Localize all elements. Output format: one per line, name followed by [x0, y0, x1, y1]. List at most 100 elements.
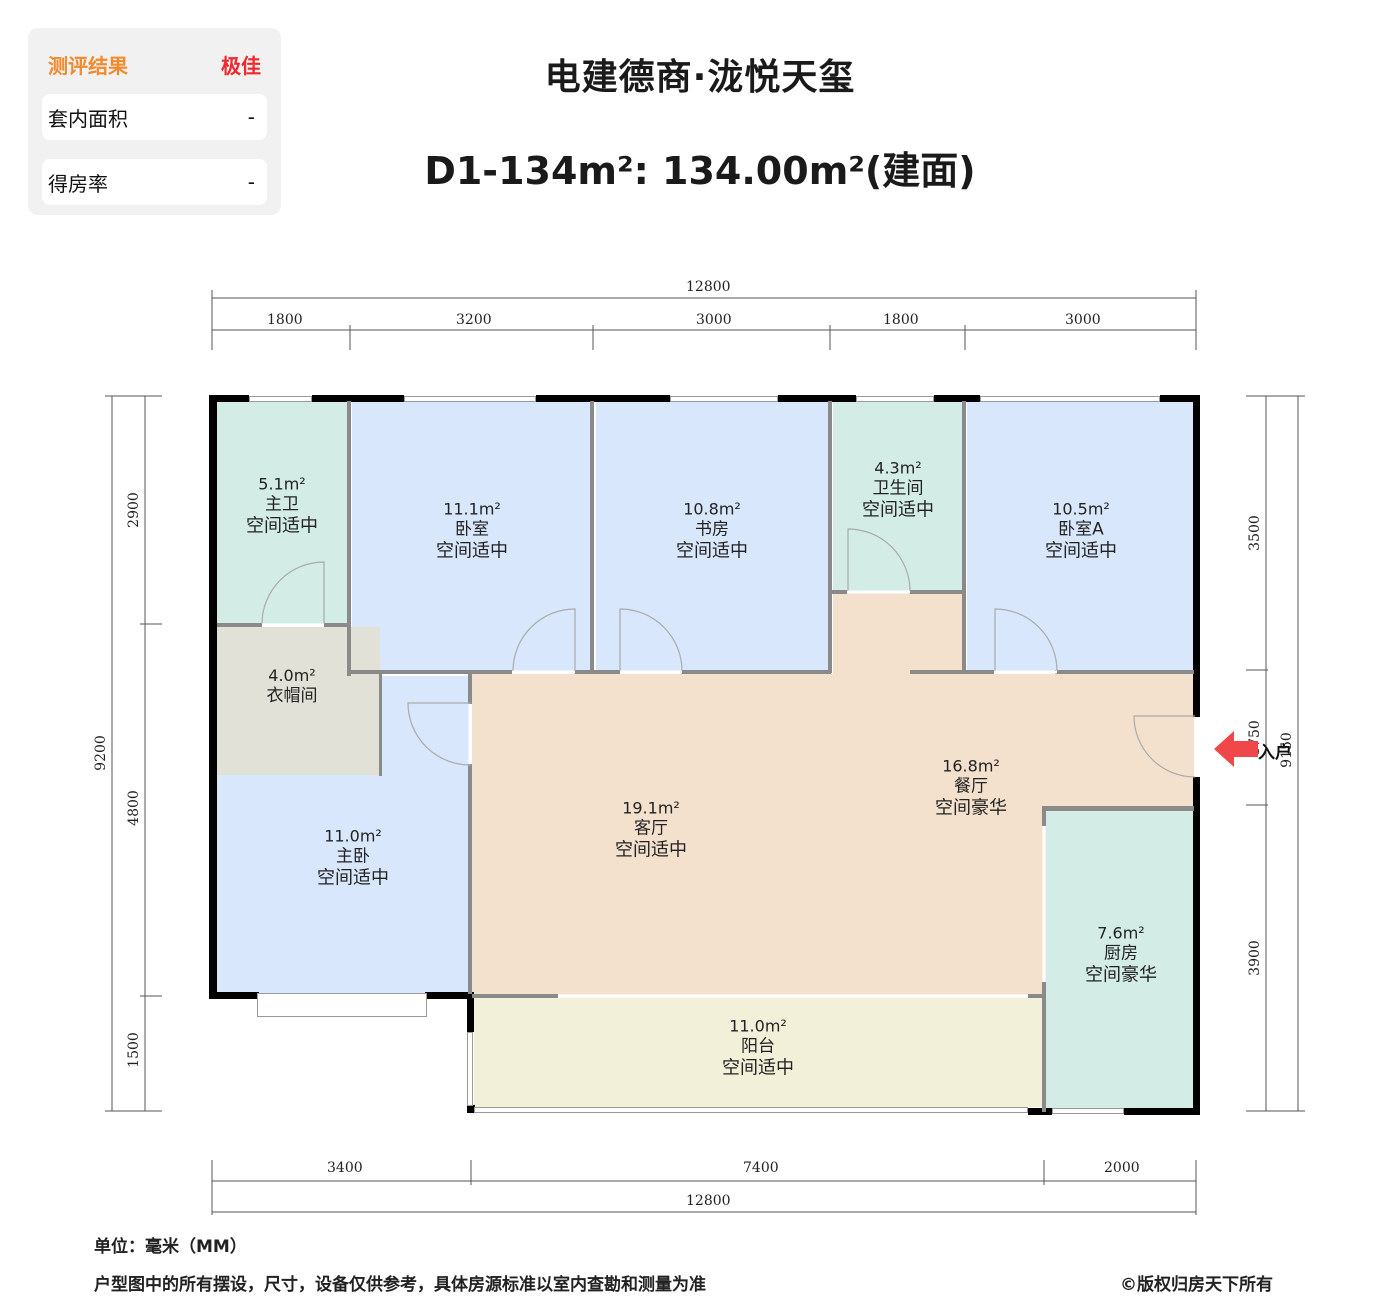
inner-area-value: -: [247, 105, 255, 129]
unit-title: D1-134m²: 134.00m²(建面): [424, 149, 976, 193]
label-bedroom: 11.1m² 卧室 空间适中: [436, 499, 508, 562]
project-title: 电建德商·泷悦天玺: [544, 57, 856, 98]
label-master-bedroom: 11.0m² 主卧 空间适中: [317, 826, 389, 889]
room-area: 11.0m²: [324, 826, 382, 846]
window-balcony-left: [467, 1032, 473, 1106]
window-bathroom: [856, 396, 934, 402]
dim-right-seg: 3500: [1247, 515, 1263, 551]
room-name: 卫生间: [872, 478, 924, 499]
efficiency-label: 得房率: [48, 171, 108, 196]
wall-right-upper: [1193, 395, 1200, 717]
dim-top-seg: 3000: [1065, 312, 1101, 328]
label-kitchen: 7.6m² 厨房 空间豪华: [1085, 923, 1157, 986]
room-area: 10.8m²: [683, 499, 741, 519]
dim-top-seg: 1800: [267, 312, 303, 328]
room-rating: 空间适中: [615, 839, 687, 861]
interior-wall: [910, 670, 994, 674]
door-bedroom: [512, 608, 576, 672]
room-rating: 空间豪华: [1085, 964, 1157, 986]
interior-wall: [574, 670, 620, 674]
dim-bottom-seg: 3400: [327, 1160, 363, 1176]
dim-bottom-seg: 2000: [1104, 1160, 1140, 1176]
bay-window-master-bedroom: [257, 993, 427, 1017]
room-area: 5.1m²: [258, 474, 306, 494]
interior-wall: [681, 670, 831, 674]
room-name: 衣帽间: [266, 686, 318, 706]
wall-top-4: [778, 395, 856, 402]
interior-wall: [1028, 994, 1046, 998]
dim-top-seg: 3000: [696, 312, 732, 328]
room-name: 书房: [695, 519, 729, 540]
rating-header: 测评结果 极佳: [48, 50, 261, 78]
interior-wall: [1055, 670, 1194, 674]
dim-left-seg: 1500: [126, 1032, 142, 1068]
window-bedroom: [404, 396, 536, 402]
room-area: 19.1m²: [622, 798, 680, 818]
interior-wall: [832, 590, 847, 594]
window-kitchen-bottom: [1052, 1108, 1124, 1114]
entry-arrow-icon: [1214, 731, 1258, 767]
room-study: [596, 401, 829, 671]
room-bedroom-a: [967, 401, 1194, 671]
wall-top-2: [312, 395, 404, 402]
interior-wall: [962, 401, 966, 673]
room-name: 餐厅: [954, 776, 988, 797]
interior-wall: [1042, 806, 1194, 811]
room-area: 10.5m²: [1052, 499, 1110, 519]
rating-label: 测评结果: [48, 53, 128, 78]
interior-wall: [347, 401, 351, 676]
wall-balcony-corner: [467, 1105, 475, 1113]
interior-wall: [828, 401, 832, 673]
interior-wall: [472, 994, 558, 998]
room-kitchen: [1046, 811, 1194, 1109]
door-bathroom: [847, 528, 911, 592]
dim-left-seg: 2900: [126, 492, 142, 528]
room-name: 阳台: [741, 1036, 775, 1057]
interior-wall: [347, 670, 512, 674]
interior-wall: [468, 674, 472, 704]
window-balcony-bottom: [474, 1107, 1028, 1113]
label-master-bath: 5.1m² 主卫 空间适中: [246, 474, 318, 537]
dim-bottom-seg: 7400: [743, 1160, 779, 1176]
interior-wall: [1042, 982, 1046, 1112]
copyright: ©版权归房天下所有: [1120, 1275, 1273, 1295]
entry-label: 入户: [1258, 743, 1292, 763]
dim-top-seg: 3200: [456, 312, 492, 328]
dim-right-seg: 3900: [1247, 940, 1263, 976]
wall-balcony-left: [467, 992, 474, 1032]
interior-wall: [217, 623, 262, 627]
interior-wall: [1042, 806, 1046, 826]
room-rating: 空间适中: [436, 540, 508, 562]
inner-area-row: 套内面积 -: [42, 94, 267, 140]
unit-note: 单位：毫米（MM）: [94, 1237, 247, 1257]
wall-top-3: [536, 395, 670, 402]
room-name: 主卫: [265, 494, 299, 515]
room-rating: 空间适中: [317, 867, 389, 889]
room-rating: 空间适中: [862, 499, 934, 521]
room-area: 11.1m²: [443, 499, 501, 519]
room-master-bath: [217, 401, 348, 625]
label-study: 10.8m² 书房 空间适中: [676, 499, 748, 562]
dim-top-total: 12800: [686, 279, 731, 295]
room-rating: 空间适中: [722, 1057, 794, 1079]
dim-top-seg: 1800: [883, 312, 919, 328]
room-area: 7.6m²: [1097, 923, 1145, 943]
label-balcony: 11.0m² 阳台 空间适中: [722, 1016, 794, 1079]
room-rating: 空间适中: [1045, 540, 1117, 562]
room-rating: 空间适中: [676, 540, 748, 562]
efficiency-value: -: [247, 170, 255, 194]
interior-wall: [590, 401, 594, 673]
room-cloakroom: [217, 627, 380, 775]
window-study: [670, 396, 778, 402]
room-name: 厨房: [1104, 943, 1138, 964]
room-area: 11.0m²: [729, 1016, 787, 1036]
dim-bottom-total: 12800: [686, 1193, 731, 1209]
wall-left: [209, 395, 217, 999]
label-living-room: 19.1m² 客厅 空间适中: [615, 798, 687, 861]
wall-bottom-kitchen-1: [1028, 1108, 1052, 1115]
disclaimer: 户型图中的所有摆设，尺寸，设备仅供参考，具体房源标准以室内查勘和测量为准: [94, 1275, 706, 1295]
door-bedroom-a: [994, 608, 1058, 672]
